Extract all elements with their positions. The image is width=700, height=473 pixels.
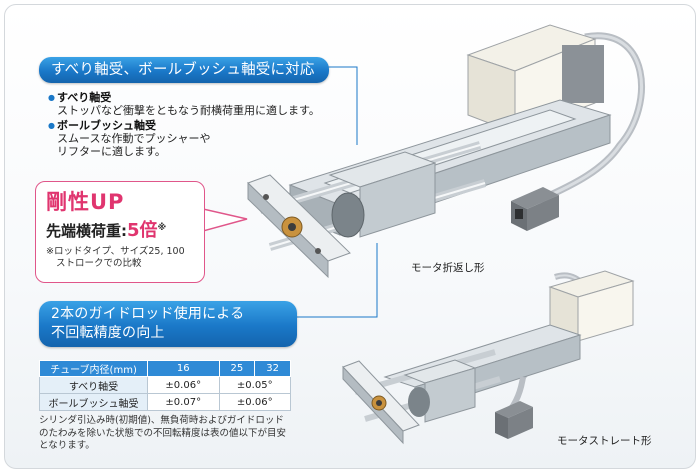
- table-cell: ±0.06°: [218, 393, 291, 411]
- table-footnote-line: のたわみを除いた状態での不回転精度は表の値以下が目安: [39, 427, 287, 439]
- table-header-row: チューブ内径(mm) 16 25 32: [39, 360, 291, 377]
- bullet-title-ball-bushing: ボールブッシュ軸受: [48, 119, 349, 132]
- side-load-footnote-mark: ※: [157, 223, 167, 233]
- table-header-32: 32: [254, 360, 291, 377]
- bearing-bullet-list: すべり軸受 ストッパなど衝撃をともなう耐横荷重用に適します。 ボールブッシュ軸受…: [48, 91, 349, 160]
- side-load-value: 5倍: [127, 220, 158, 241]
- side-load-colon: :: [121, 222, 128, 240]
- guide-rods-banner-line1: 2本のガイドロッド使用による: [51, 306, 245, 322]
- bullet-desc-ball-bushing-2: リフターに適します。: [57, 145, 166, 158]
- guide-rods-banner-line2: 不回転精度の向上: [51, 325, 165, 341]
- feature-banner-guide-rods: 2本のガイドロッド使用による 不回転精度の向上: [39, 301, 297, 347]
- bullet-desc-slide-bearing: ストッパなど衝撃をともなう耐横荷重用に適します。: [57, 104, 320, 117]
- caption-motor-folded: モータ折返し形: [411, 262, 485, 274]
- side-load-label: 先端横荷重: [46, 222, 122, 240]
- table-row: すべり軸受 ±0.06° ±0.05°: [39, 376, 291, 394]
- feature-banner-text: すべり軸受、ボールブッシュ軸受に対応: [51, 62, 315, 78]
- product-panel: すべり軸受、ボールブッシュ軸受に対応 すべり軸受 ストッパなど衝撃をともなう耐横…: [4, 4, 696, 469]
- table-row: ボールブッシュ軸受 ±0.07° ±0.06°: [39, 393, 291, 411]
- table-row-label: ボールブッシュ軸受: [39, 393, 148, 411]
- leader-lines: [297, 66, 378, 318]
- table-header-25: 25: [218, 360, 256, 377]
- callout-footnote: ※ロッドタイプ、サイズ25, 100 ストロークでの比較: [46, 246, 194, 270]
- table-row-label: すべり軸受: [39, 376, 148, 394]
- motor-straight-actuator-image: [342, 270, 635, 445]
- side-load-line: 先端横荷重:5倍※: [46, 218, 194, 241]
- bullet-title-slide-bearing: すべり軸受: [48, 91, 349, 104]
- rigidity-callout: 剛性UP 先端横荷重:5倍※ ※ロッドタイプ、サイズ25, 100 ストロークで…: [35, 181, 205, 283]
- table-cell: ±0.07°: [147, 393, 220, 411]
- non-rotating-accuracy-table: チューブ内径(mm) 16 25 32 すべり軸受 ±0.06° ±0.05° …: [39, 360, 291, 411]
- bullet-desc-ball-bushing-1: スムースな作動でプッシャーや: [57, 132, 211, 145]
- motor-folded-actuator-image: [247, 24, 646, 279]
- callout-pointer: [203, 208, 248, 232]
- table-cell: ±0.05°: [218, 376, 291, 394]
- table-footnote-line: シリンダ引込み時(初期値)、無負荷時およびガイドロッド: [39, 415, 284, 426]
- table-footnote-line: となります。: [39, 440, 95, 451]
- rigidity-heading: 剛性UP: [46, 190, 125, 214]
- feature-banner-bearings: すべり軸受、ボールブッシュ軸受に対応: [39, 57, 329, 83]
- table-header-16: 16: [147, 360, 220, 377]
- table-header-bore: チューブ内径(mm): [39, 360, 148, 377]
- cable-connector-image: [511, 187, 559, 231]
- table-cell: ±0.06°: [147, 376, 220, 394]
- callout-footnote-line2: ストロークでの比較: [56, 258, 142, 269]
- caption-motor-straight: モータストレート形: [557, 435, 652, 447]
- callout-footnote-line1: ※ロッドタイプ、サイズ25, 100: [46, 246, 185, 257]
- table-footnote: シリンダ引込み時(初期値)、無負荷時およびガイドロッド のたわみを除いた状態での…: [39, 415, 329, 453]
